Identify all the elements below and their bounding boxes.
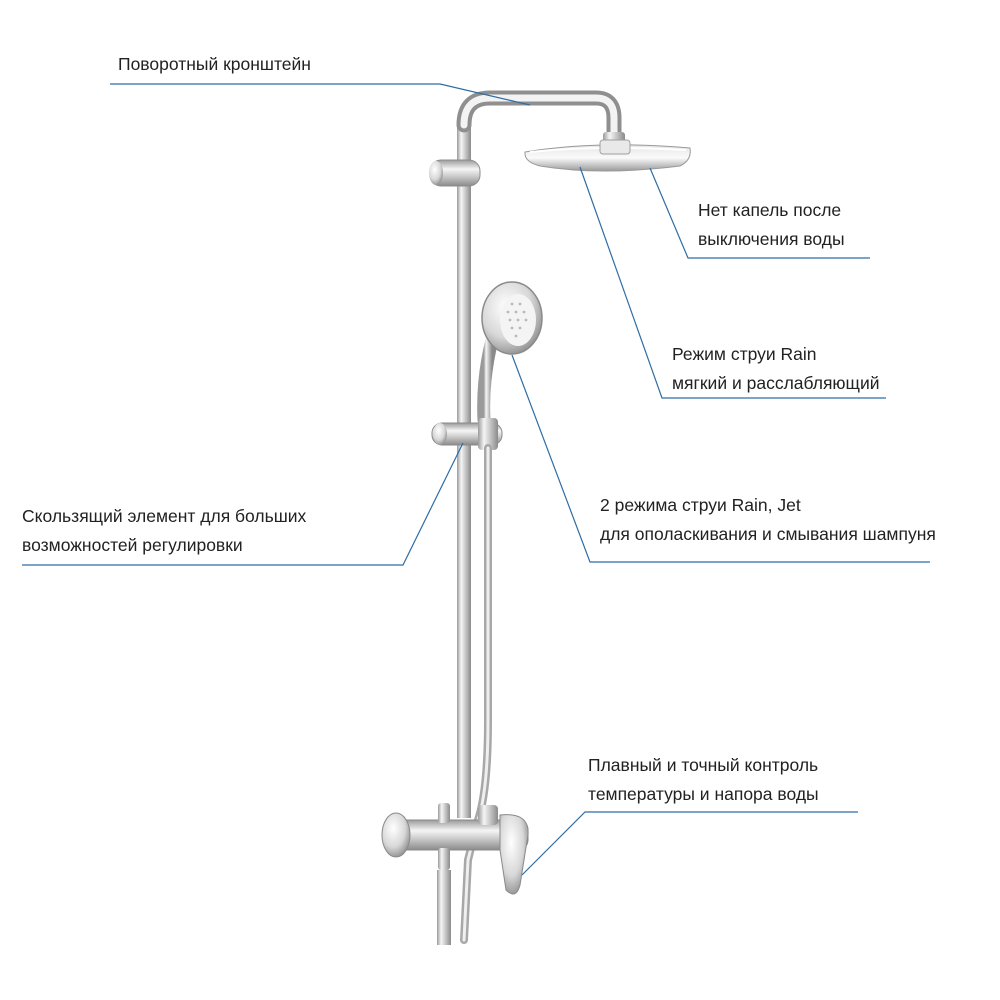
leader-swivel-arm bbox=[110, 83, 531, 106]
callout-rain-mode-line2: мягкий и расслабляющий bbox=[672, 373, 880, 393]
swivel-arm bbox=[456, 90, 625, 148]
bottom-outlet bbox=[437, 870, 451, 945]
upper-wall-bracket bbox=[429, 159, 481, 187]
callout-hand-modes: 2 режима струи Rain, Jet для ополаскиван… bbox=[600, 491, 936, 549]
rain-shower-head bbox=[524, 139, 691, 172]
callout-no-drips-line1: Нет капель после bbox=[698, 200, 842, 220]
leader-no-drips bbox=[649, 167, 870, 259]
hand-shower bbox=[477, 281, 543, 427]
leader-mixer bbox=[521, 811, 858, 876]
callout-slider-line2: возможностей регулировки bbox=[22, 535, 243, 555]
leader-lines bbox=[22, 83, 930, 876]
callout-mixer-line2: температуры и напора воды bbox=[588, 784, 819, 804]
leader-hand-modes bbox=[511, 354, 930, 563]
sliding-holder bbox=[431, 418, 503, 450]
callout-rain-mode: Режим струи Rain мягкий и расслабляющий bbox=[672, 340, 880, 398]
leader-slider bbox=[22, 442, 464, 566]
callout-no-drips: Нет капель после выключения воды bbox=[698, 196, 845, 254]
leader-rain-mode bbox=[579, 166, 886, 399]
mixer-valve bbox=[381, 803, 529, 895]
callout-swivel-arm: Поворотный кронштейн bbox=[118, 50, 311, 79]
riser-pipe bbox=[457, 118, 471, 818]
callout-rain-mode-line1: Режим струи Rain bbox=[672, 344, 817, 364]
callout-swivel-arm-line1: Поворотный кронштейн bbox=[118, 54, 311, 74]
callout-slider: Скользящий элемент для больших возможнос… bbox=[22, 502, 306, 560]
callout-mixer-line1: Плавный и точный контроль bbox=[588, 755, 819, 775]
callout-mixer: Плавный и точный контроль температуры и … bbox=[588, 751, 819, 809]
callout-no-drips-line2: выключения воды bbox=[698, 229, 845, 249]
callout-hand-modes-line2: для ополаскивания и смывания шампуня bbox=[600, 524, 936, 544]
callout-slider-line1: Скользящий элемент для больших bbox=[22, 506, 307, 526]
callout-hand-modes-line1: 2 режима струи Rain, Jet bbox=[600, 495, 801, 515]
